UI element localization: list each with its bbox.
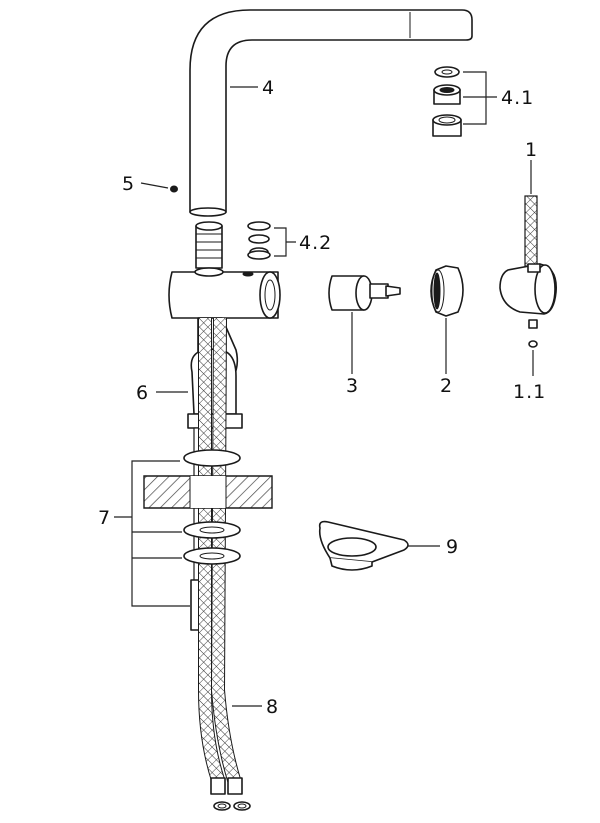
handle-part (499, 195, 557, 315)
handle-tool-part (318, 520, 409, 571)
label-cartridge: 3 (346, 375, 359, 397)
label-handle-screw: 1.1 (513, 381, 546, 403)
hoses-part (198, 317, 251, 811)
seal-set-part (247, 221, 271, 260)
label-body: 6 (136, 382, 149, 404)
label-hoses: 8 (266, 696, 279, 718)
cartridge-part (328, 275, 401, 311)
label-cover: 2 (440, 375, 453, 397)
threaded-connector-part (195, 221, 223, 269)
label-aerator-set: 4.1 (501, 87, 534, 109)
grub-screw-part (170, 185, 178, 193)
aerator-set-part (432, 66, 462, 137)
label-handle: 1 (525, 139, 538, 161)
label-mounting-set: 7 (98, 507, 111, 529)
label-grub-screw: 5 (122, 173, 135, 195)
mounting-set-bracket (114, 460, 190, 607)
handle-screw-part (528, 319, 538, 348)
label-spout: 4 (262, 77, 275, 99)
label-seal-set: 4.2 (299, 232, 332, 254)
label-handle-tool: 9 (446, 536, 459, 558)
grub-screw-leader (140, 182, 169, 189)
seal-set-bracket (274, 227, 296, 257)
mounting-set-part (143, 449, 273, 565)
cover-part (430, 265, 464, 317)
aerator-set-bracket (463, 71, 497, 125)
spout-part (189, 9, 473, 217)
